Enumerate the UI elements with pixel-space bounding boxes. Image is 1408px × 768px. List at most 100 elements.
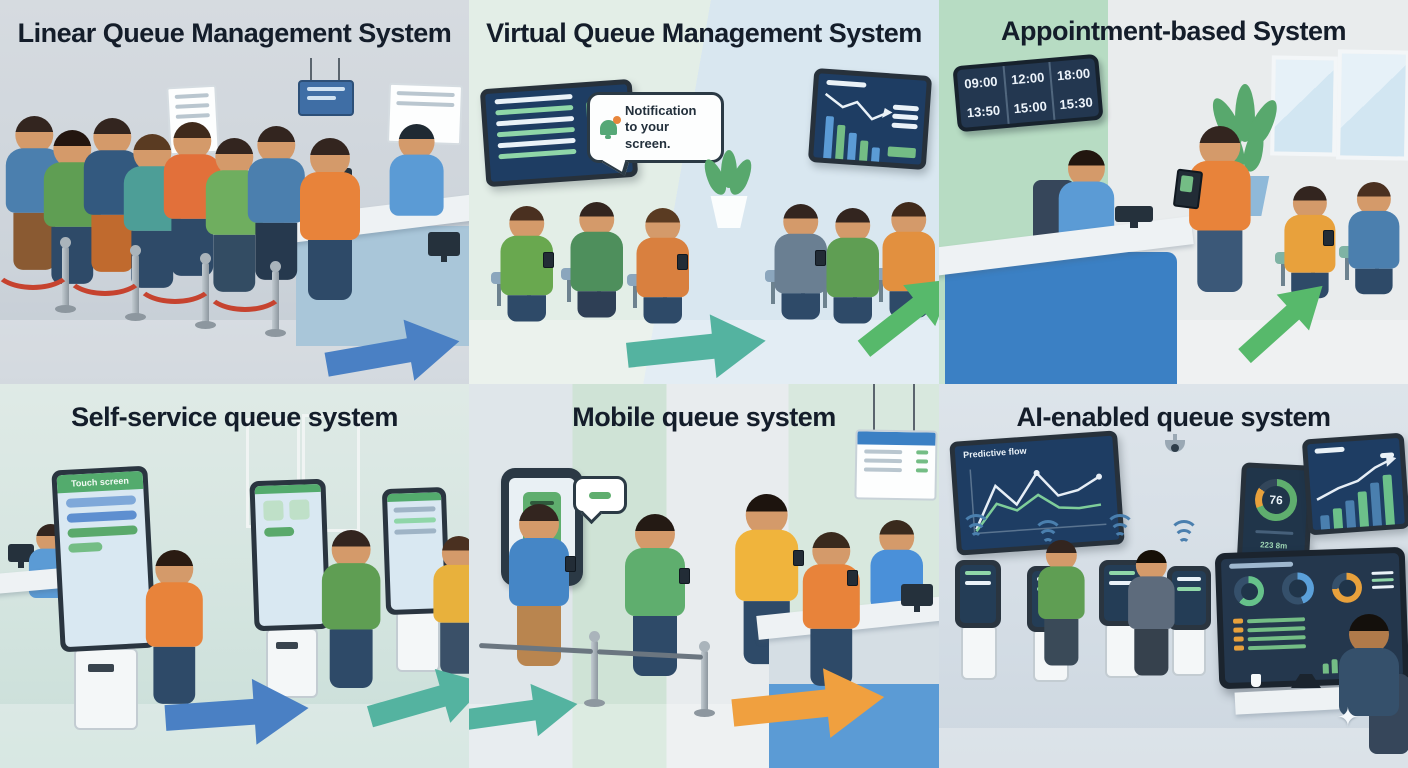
flow-arrow-blue	[164, 678, 309, 745]
coffee-cup	[1251, 674, 1261, 687]
flow-arrow-green	[857, 279, 939, 357]
dashboard-gauge	[1281, 571, 1315, 606]
panel-linear-queue: Linear Queue Management System	[0, 0, 469, 384]
message-dash	[589, 491, 611, 499]
kiosk-user	[1125, 550, 1178, 676]
floor	[939, 728, 1408, 768]
flow-arrow-blue	[324, 319, 460, 381]
kiosk-medium	[249, 478, 331, 700]
panel-appointment: 09:00 12:00 18:00 13:50 15:00 15:30	[939, 0, 1408, 384]
seated-person	[1345, 182, 1403, 295]
gauge-value: 76	[1261, 485, 1291, 515]
desk-laptop	[1115, 206, 1153, 228]
kiosk-user	[142, 550, 207, 704]
panel-title: Linear Queue Management System	[17, 18, 452, 48]
kiosk-screen-header: Touch screen	[56, 470, 144, 494]
time-slot: 12:00	[1002, 62, 1051, 96]
bell-icon	[600, 115, 621, 139]
kiosk-large: Touch screen	[51, 465, 157, 730]
flow-arrow-teal	[366, 669, 469, 728]
appointment-times-board: 09:00 12:00 18:00 13:50 15:00 15:30	[952, 53, 1104, 133]
rope-barrier	[204, 266, 286, 312]
operator-figure	[1335, 614, 1403, 716]
panel-title: Mobile queue system	[572, 402, 836, 432]
kiosk-tile	[263, 500, 284, 521]
stanchion	[694, 641, 715, 717]
seated-person	[567, 202, 627, 318]
dashboard-gauge	[1331, 572, 1363, 604]
queue-chart-screen	[807, 67, 933, 171]
queue-person-front	[296, 138, 364, 300]
monitor-stand	[1291, 674, 1321, 688]
counter-monitor	[901, 584, 933, 612]
trend-line	[1316, 454, 1397, 501]
kiosk-screen: Touch screen	[51, 465, 157, 653]
phone	[679, 568, 690, 584]
ticket-slot	[88, 664, 114, 672]
flow-arrow-orange	[731, 668, 885, 738]
rope-barrier	[134, 258, 216, 304]
wifi-icon	[1105, 514, 1135, 544]
kiosk-button	[65, 495, 137, 508]
trend-line	[824, 92, 893, 121]
flow-arrow-green	[1238, 285, 1323, 364]
kiosk-user	[430, 536, 469, 674]
time-slot: 15:30	[1050, 86, 1100, 120]
chat-bubble	[573, 476, 627, 514]
seated-person	[771, 204, 831, 320]
kiosk-small	[381, 486, 451, 678]
door-frame	[302, 414, 360, 532]
hanging-sign	[298, 80, 354, 116]
reception-desk	[945, 252, 1177, 384]
kiosk-button	[67, 525, 138, 538]
panel-title: Self-service queue system	[71, 402, 398, 432]
counter-monitor	[428, 232, 460, 262]
kiosk-button	[264, 526, 295, 537]
time-slot: 13:50	[966, 102, 1001, 121]
tablet	[815, 250, 826, 266]
panel-ai-queue: Predictive flow 76 223 8m	[939, 384, 1408, 768]
panel-mobile-queue: Mobile queue system	[469, 384, 939, 768]
phone	[677, 254, 688, 270]
window	[1270, 55, 1338, 157]
seated-person	[1281, 186, 1339, 299]
window	[1336, 49, 1408, 161]
ticket-slot	[276, 642, 298, 649]
customer-with-phone	[799, 532, 864, 686]
kiosk-user	[1035, 540, 1088, 666]
sign-rod	[310, 58, 312, 80]
queue-person-phone	[621, 514, 689, 676]
stanchion	[584, 631, 605, 707]
flow-arrow-teal	[626, 314, 766, 379]
time-slot: 15:00	[1005, 90, 1054, 124]
wifi-icon	[961, 514, 991, 544]
notification-text: Notification to your screen.	[625, 103, 697, 151]
wifi-icon	[1033, 520, 1063, 550]
growth-chart-screen	[1301, 432, 1408, 536]
time-slot: 18:00	[1048, 58, 1097, 91]
dashboard-gauge	[1233, 575, 1265, 607]
sparkle-icon: ✦	[1337, 702, 1359, 732]
rope-barrier	[64, 250, 146, 296]
task-list	[1227, 612, 1312, 655]
ceiling-camera-icon	[1165, 434, 1185, 452]
dashboard-header	[1229, 561, 1294, 569]
panel-title: AI-enabled queue system	[1016, 402, 1331, 432]
panel-title: Virtual Queue Management System	[486, 18, 922, 48]
panel-self-service: Touch screen	[0, 384, 469, 768]
phone	[543, 252, 554, 268]
phone	[565, 556, 576, 572]
clerk-figure	[386, 124, 447, 216]
panel-title: Appointment-based System	[1000, 16, 1347, 46]
flow-arrow-teal	[469, 683, 578, 737]
sign-rod	[913, 384, 915, 432]
kiosk-button	[66, 510, 137, 523]
smart-kiosk	[955, 560, 1001, 680]
staff-monitor	[8, 544, 34, 568]
seated-person	[823, 208, 883, 324]
kiosk-tile	[289, 499, 310, 520]
wifi-icon	[1169, 520, 1199, 550]
phone	[793, 550, 804, 566]
tablet-device	[1172, 168, 1204, 210]
